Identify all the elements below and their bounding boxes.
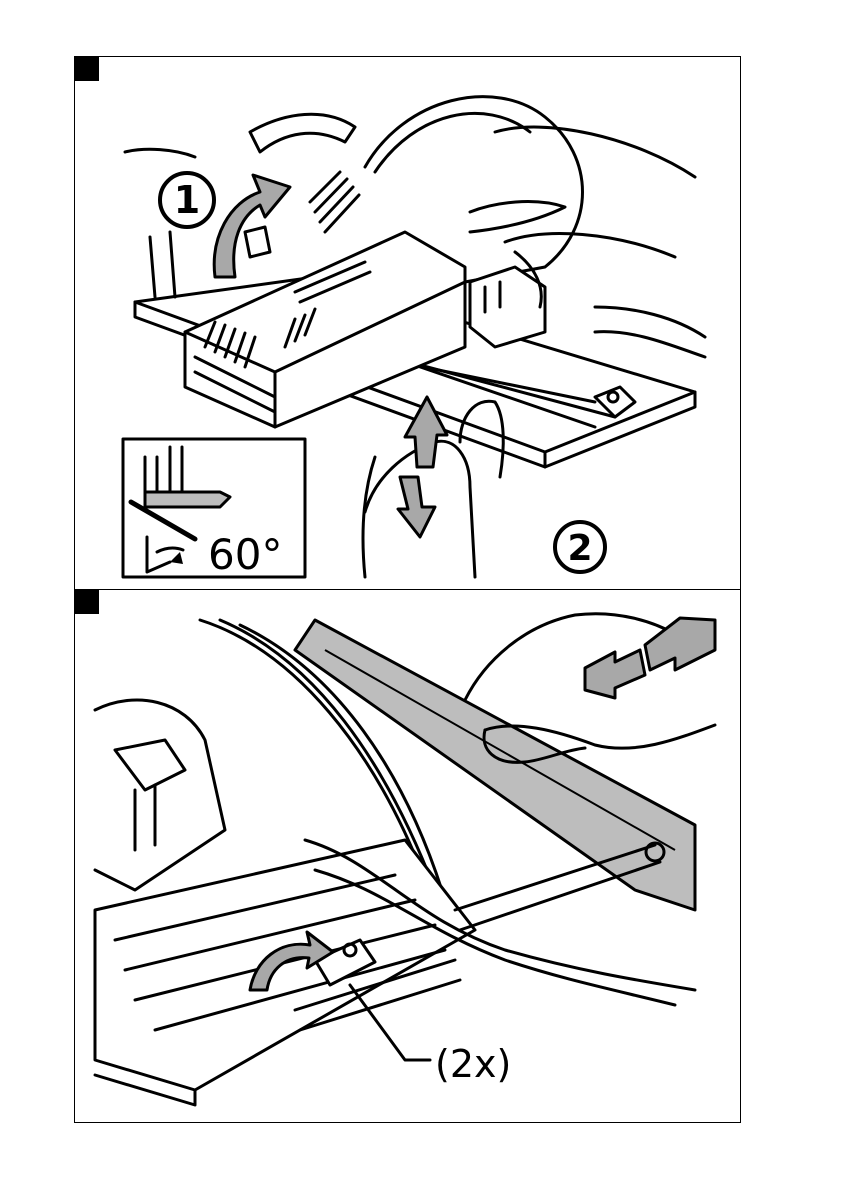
slide-arrows-icon <box>585 618 715 698</box>
inset-angle-label: 60° <box>208 530 282 579</box>
step-number-1: 1 <box>174 178 200 222</box>
quantity-callout: (2x) <box>435 1042 511 1086</box>
saw-bevel-illustration: 1 2 60° <box>75 57 741 590</box>
step-number-2: 2 <box>567 528 592 569</box>
figure-panel-2: (2x) <box>74 589 741 1123</box>
up-down-arrows-icon <box>398 397 447 537</box>
saw-guide-rail-illustration: (2x) <box>75 590 741 1123</box>
rotate-arrow-icon <box>214 175 290 277</box>
figure-panel-1: 1 2 60° <box>74 56 741 590</box>
